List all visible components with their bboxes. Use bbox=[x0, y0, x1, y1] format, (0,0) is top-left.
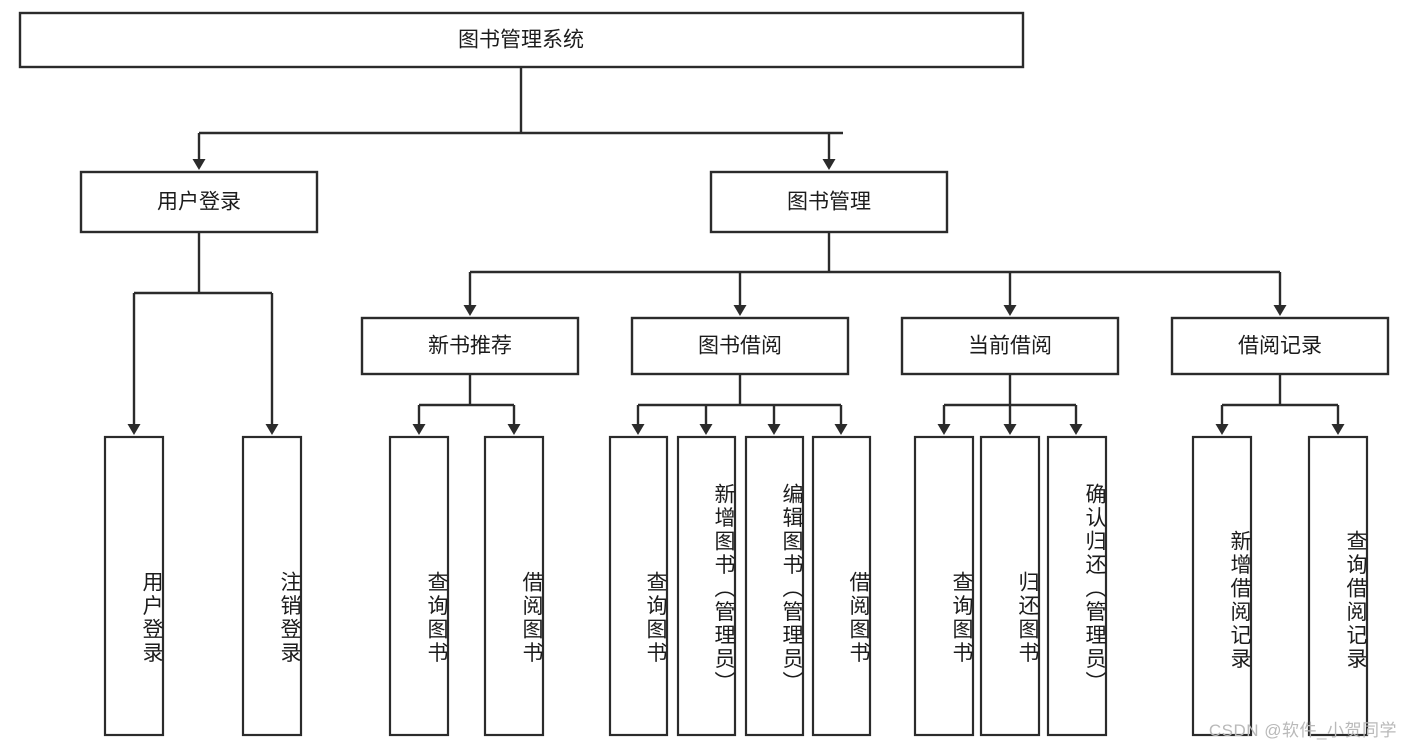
leaf-box-book-borrow-0[interactable] bbox=[608, 435, 669, 737]
connector-bookborrow-to-leaves bbox=[631, 374, 848, 435]
leaf-box-book-borrow-2[interactable] bbox=[744, 435, 805, 737]
leaf-box-borrow-record-1[interactable] bbox=[1307, 435, 1369, 737]
csdn-watermark: CSDN @软件_小贺同学 bbox=[1208, 721, 1397, 740]
node-current-borrow-label: 当前借阅 bbox=[968, 335, 1052, 358]
leaf-box-current-borrow-0[interactable] bbox=[913, 435, 975, 737]
connector-root-to-level2 bbox=[192, 67, 843, 170]
leaf-box-user-login-1[interactable] bbox=[241, 435, 303, 737]
connector-userlogin-to-leaves bbox=[127, 232, 279, 435]
leaf-box-new-book-0[interactable] bbox=[388, 435, 450, 737]
connector-currentborrow-to-leaves bbox=[937, 374, 1083, 435]
node-current-borrow[interactable]: 当前借阅 bbox=[900, 316, 1120, 376]
node-borrow-record[interactable]: 借阅记录 bbox=[1170, 316, 1390, 376]
node-borrow-record-label: 借阅记录 bbox=[1238, 335, 1322, 358]
node-new-book-recommend-label: 新书推荐 bbox=[428, 335, 512, 358]
node-book-management[interactable]: 图书管理 bbox=[709, 170, 949, 234]
node-user-login[interactable]: 用户登录 bbox=[79, 170, 319, 234]
node-book-borrow-label: 图书借阅 bbox=[698, 335, 782, 358]
leaf-box-current-borrow-2[interactable] bbox=[1046, 435, 1108, 737]
node-root[interactable]: 图书管理系统 bbox=[18, 11, 1025, 69]
connector-newbook-to-leaves bbox=[412, 374, 521, 435]
node-root-label: 图书管理系统 bbox=[458, 29, 584, 52]
leaf-box-book-borrow-1[interactable] bbox=[676, 435, 737, 737]
leaf-box-borrow-record-0[interactable] bbox=[1191, 435, 1253, 737]
leaf-box-book-borrow-3[interactable] bbox=[811, 435, 872, 737]
connector-bookmgmt-to-level3 bbox=[463, 232, 1287, 316]
leaf-box-user-login-0[interactable] bbox=[103, 435, 165, 737]
node-book-borrow[interactable]: 图书借阅 bbox=[630, 316, 850, 376]
node-user-login-label: 用户登录 bbox=[157, 191, 241, 214]
leaf-box-new-book-1[interactable] bbox=[483, 435, 545, 737]
node-new-book-recommend[interactable]: 新书推荐 bbox=[360, 316, 580, 376]
connector-borrowrecord-to-leaves bbox=[1215, 374, 1345, 435]
leaf-box-current-borrow-1[interactable] bbox=[979, 435, 1041, 737]
node-book-management-label: 图书管理 bbox=[787, 191, 871, 214]
